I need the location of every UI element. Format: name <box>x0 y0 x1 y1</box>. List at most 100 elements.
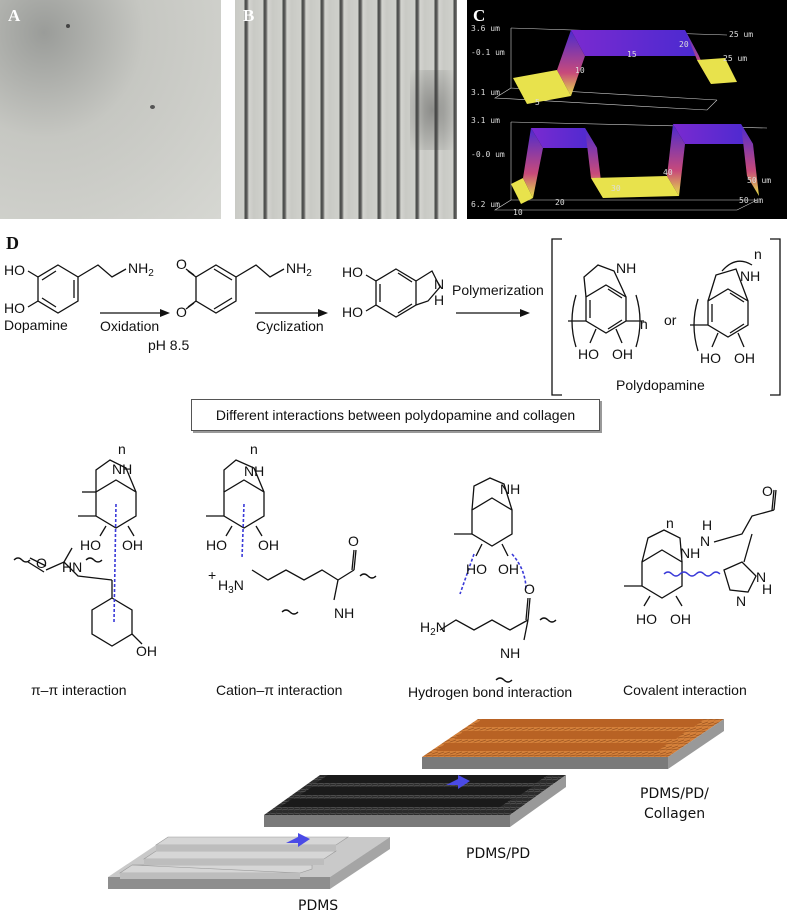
label-pdms-pd: PDMS/PD <box>466 846 531 862</box>
bottom-z-max: 3.1 um <box>471 116 500 125</box>
panel-label-d: D <box>6 233 19 253</box>
bottom-surface-rise1 <box>523 128 543 198</box>
svg-text:H: H <box>762 581 772 597</box>
svg-text:n: n <box>666 515 674 531</box>
polydopamine-label: Polydopamine <box>616 377 705 393</box>
svg-text:HO: HO <box>466 561 487 577</box>
top-surface-rise <box>557 30 585 96</box>
panel-label-b: B <box>243 6 255 25</box>
svg-text:HO: HO <box>206 537 227 553</box>
svg-text:HN: HN <box>62 559 82 575</box>
svg-text:HO: HO <box>80 537 101 553</box>
interactions-title: Different interactions between polydopam… <box>215 407 576 423</box>
reaction-scheme: HO HO NH2 O O NH2 HO HO N H NH HO OH n N… <box>4 238 781 396</box>
svg-text:HO: HO <box>636 611 657 627</box>
svg-text:O: O <box>36 555 47 571</box>
shadow-blob <box>410 70 455 150</box>
panel-label-c: C <box>473 6 486 25</box>
micrograph-b: B <box>235 0 457 219</box>
svg-text:O: O <box>176 256 187 272</box>
top-z-mid: -0.1 um <box>471 48 505 57</box>
svg-text:n: n <box>754 246 762 262</box>
svg-text:OH: OH <box>122 537 143 553</box>
svg-text:HO: HO <box>342 304 363 320</box>
svg-text:n: n <box>250 441 258 457</box>
svg-text:NH: NH <box>112 461 132 477</box>
interaction-label-pi-pi: π–π interaction <box>31 682 127 698</box>
substrate-illustration <box>108 719 724 889</box>
label-pdms-pd-collagen-line2: Collagen <box>644 806 706 822</box>
bottom-surface-plateau2 <box>673 124 753 144</box>
svg-text:NH: NH <box>680 545 700 561</box>
svg-text:HO: HO <box>4 300 25 316</box>
or-label: or <box>664 312 677 328</box>
ph-label: pH 8.5 <box>148 337 190 353</box>
bottom-surface-plateau1 <box>531 128 597 148</box>
right-square-bracket <box>770 238 781 396</box>
svg-text:H2N: H2N <box>420 619 446 638</box>
top-y-label: 25 um <box>729 30 754 39</box>
svg-text:NH: NH <box>500 481 520 497</box>
top-surface-low <box>513 70 571 104</box>
bottom-y-label: 50 um <box>747 176 772 185</box>
arrow-pd-to-collagen <box>446 775 470 789</box>
bottom-x-tick-2: 20 <box>555 198 565 207</box>
svg-text:NH: NH <box>616 260 636 276</box>
svg-text:OH: OH <box>498 561 519 577</box>
svg-text:OH: OH <box>136 643 157 659</box>
svg-text:NH2: NH2 <box>128 260 154 279</box>
pdms-pd-substrate <box>264 775 566 827</box>
left-square-bracket <box>551 238 562 396</box>
svg-text:HO: HO <box>578 346 599 362</box>
top-x-tick-2: 10 <box>575 66 585 75</box>
top-surface-end <box>697 58 737 84</box>
dopamine-ring <box>37 264 79 314</box>
dopamine-label: Dopamine <box>4 317 68 333</box>
label-pdms: PDMS <box>298 898 339 914</box>
interaction-label-covalent: Covalent interaction <box>623 682 747 698</box>
pdms-pd-collagen-substrate <box>422 719 724 769</box>
svg-text:O: O <box>762 483 773 499</box>
svg-text:OH: OH <box>734 350 755 366</box>
svg-text:n: n <box>640 316 648 332</box>
svg-text:HO: HO <box>700 350 721 366</box>
svg-text:HO: HO <box>342 264 363 280</box>
top-z-min: 3.1 um <box>471 88 500 97</box>
interaction-label-cation-pi: Cation–π interaction <box>216 682 343 698</box>
top-x-tick-1: 5 <box>535 98 540 107</box>
svg-text:n: n <box>118 441 126 457</box>
bottom-surface-valley <box>591 176 679 198</box>
label-pdms-pd-collagen-line1: PDMS/PD/ <box>640 786 709 802</box>
svg-text:H: H <box>702 517 712 533</box>
svg-text:OH: OH <box>612 346 633 362</box>
hbond-dash-right <box>511 553 527 591</box>
bottom-x-tick-5: 50 um <box>739 196 764 205</box>
svg-text:NH: NH <box>740 268 760 284</box>
interaction-label-hbond: Hydrogen bond interaction <box>408 684 573 700</box>
svg-text:O: O <box>176 304 187 320</box>
bottom-x-tick-3: 30 <box>611 184 621 193</box>
profilometer-plots: C <box>467 0 787 219</box>
svg-text:HO: HO <box>4 262 25 278</box>
cyclization-label: Cyclization <box>256 318 324 334</box>
bottom-x-tick-1: 10 <box>513 208 523 217</box>
profile-plot-svg <box>493 27 768 211</box>
covalent-wavy-bond <box>663 571 721 577</box>
svg-text:O: O <box>524 581 535 597</box>
top-x-tick-5: 25 um <box>723 54 748 63</box>
bottom-z-min: 6.2 um <box>471 200 500 209</box>
interactions-title-box: Different interactions between polydopam… <box>191 399 600 431</box>
dust-speck <box>150 105 155 109</box>
bottom-surface-rise2 <box>667 124 685 196</box>
svg-text:N: N <box>736 593 746 609</box>
micrograph-a: A <box>0 0 221 219</box>
top-x-tick-4: 20 <box>679 40 689 49</box>
top-x-tick-3: 15 <box>627 50 637 59</box>
svg-text:OH: OH <box>670 611 691 627</box>
svg-text:+: + <box>208 567 216 583</box>
svg-text:O: O <box>348 533 359 549</box>
bottom-x-tick-4: 40 <box>663 168 673 177</box>
svg-text:OH: OH <box>258 537 279 553</box>
svg-text:NH: NH <box>334 605 354 621</box>
